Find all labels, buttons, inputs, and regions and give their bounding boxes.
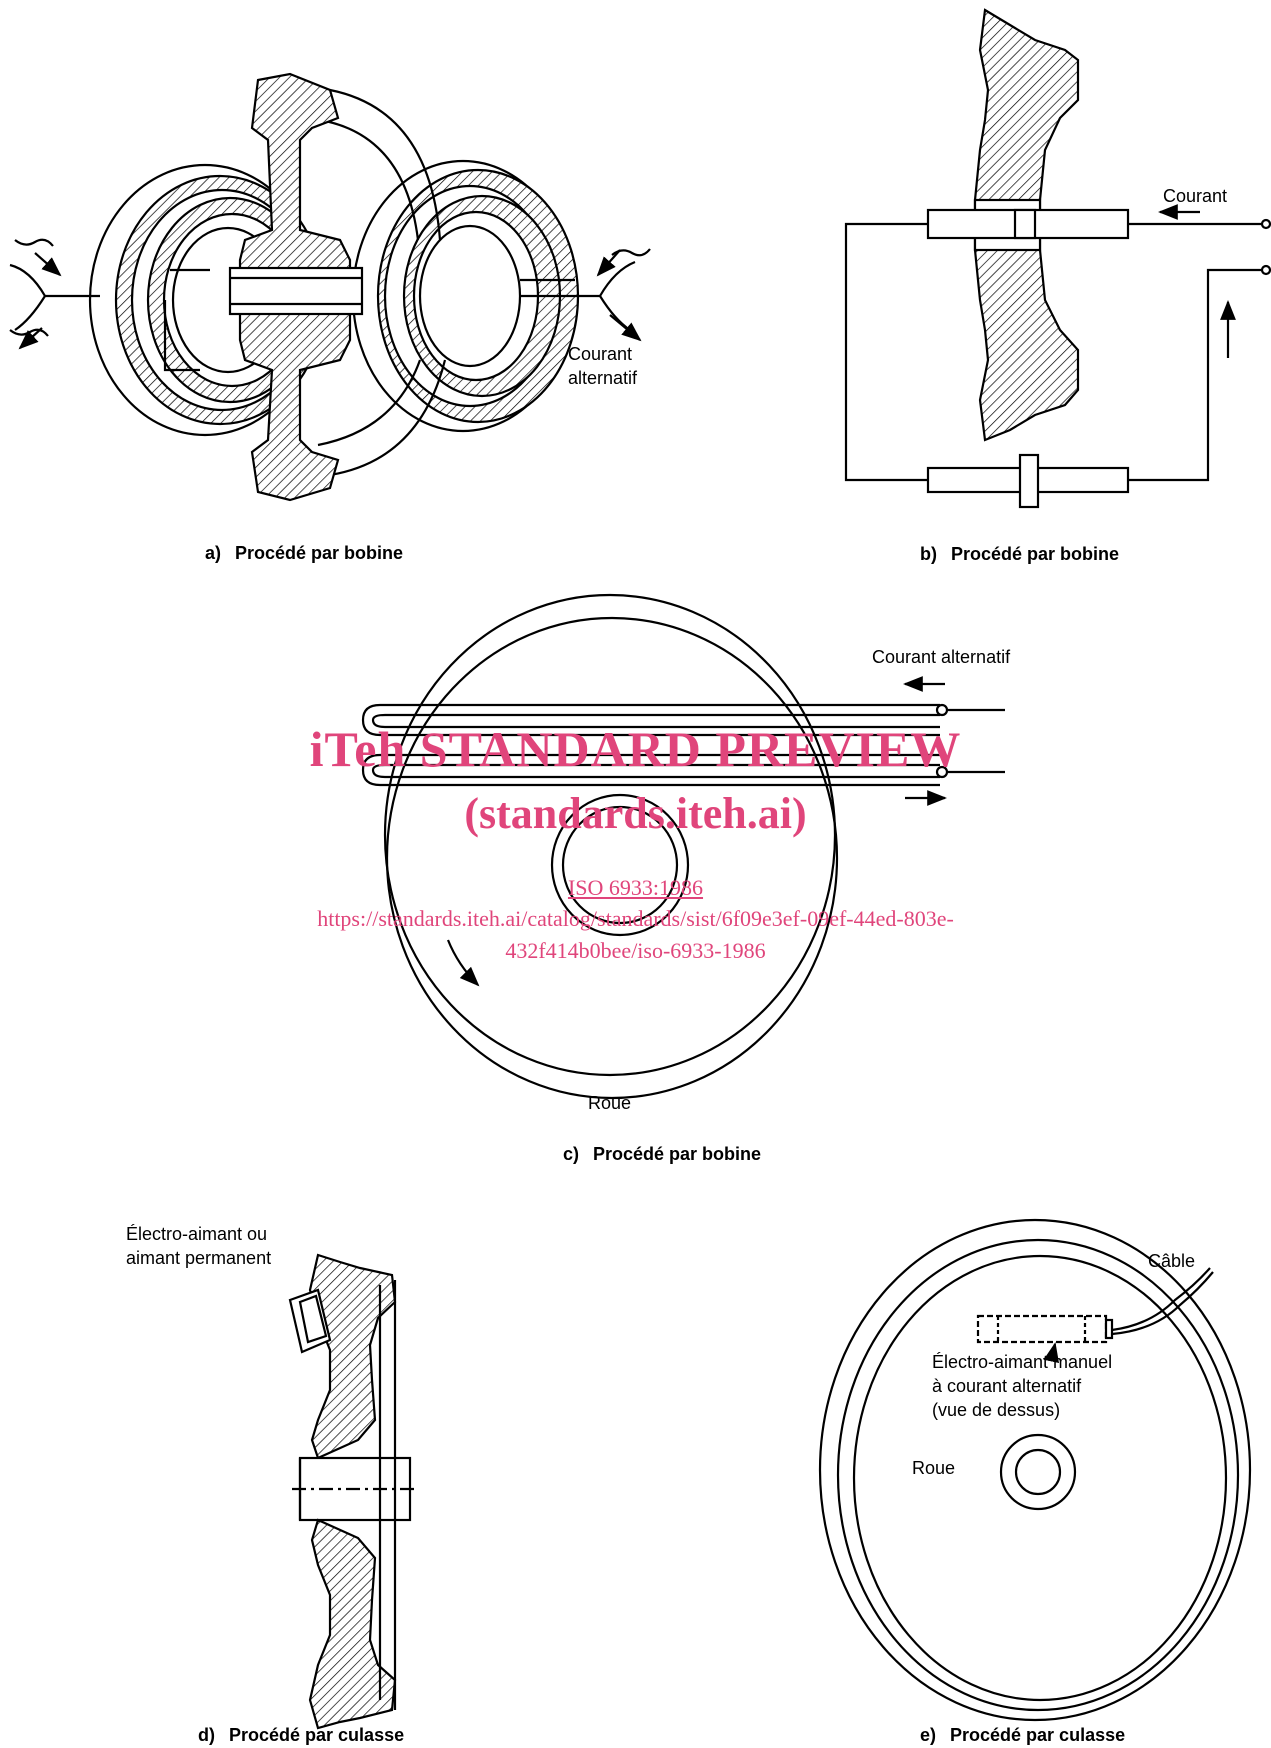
figure-e-caption-text: Procédé par culasse: [950, 1725, 1126, 1745]
watermark-subtitle[interactable]: (standards.iteh.ai): [464, 789, 807, 838]
figure-a-caption-letter: a): [205, 543, 222, 563]
figure-c-wheel-label: Roue: [588, 1093, 632, 1113]
figure-a-caption-text: Procédé par bobine: [235, 543, 404, 563]
figure-d-caption-text: Procédé par culasse: [229, 1725, 405, 1745]
figure-a-current-label: Courant alternatif: [568, 344, 638, 388]
figure-c-drawing: [361, 593, 1005, 1100]
watermark-url-line1[interactable]: https://standards.iteh.ai/catalog/standa…: [317, 906, 954, 931]
figure-b-caption-letter: b): [920, 544, 937, 564]
figure-e-drawing: [818, 1218, 1252, 1722]
figure-e-caption-letter: e): [920, 1725, 937, 1745]
figure-e-wheel-label: Roue: [912, 1458, 956, 1478]
figure-d-caption: d) Procédé par culasse: [198, 1725, 404, 1746]
watermark-title: iTeh STANDARD PREVIEW: [309, 721, 962, 777]
wheel-section-d2: [308, 1518, 397, 1730]
wheel-section-d: [308, 1253, 397, 1460]
figure-c-caption: c) Procédé par bobine: [563, 1144, 761, 1165]
figure-b-caption: b) Procédé par bobine: [920, 544, 1119, 565]
figure-d-drawing: [288, 1253, 418, 1730]
figure-a-caption: a) Procédé par bobine: [205, 543, 403, 564]
figure-c-current-label: Courant alternatif: [872, 647, 1011, 667]
figure-d-caption-letter: d): [198, 1725, 215, 1745]
figure-c-caption-text: Procédé par bobine: [593, 1144, 762, 1164]
figure-e-cable-label: Câble: [1148, 1251, 1196, 1271]
watermark-iso-link[interactable]: ISO 6933:1986: [567, 875, 704, 900]
right-coil: [351, 159, 600, 433]
figure-a-drawing: [9, 72, 651, 502]
figure-b-drawing: [844, 8, 1271, 509]
figure-c-caption-letter: c): [563, 1144, 580, 1164]
figure-e-magnet-label: Électro-aimant manuel à courant alternat…: [932, 1352, 1113, 1420]
figure-b-current-label: Courant: [1163, 186, 1228, 206]
watermark-url-line2[interactable]: 432f414b0bee/iso-6933-1986: [505, 938, 766, 963]
figure-b-caption-text: Procédé par bobine: [951, 544, 1120, 564]
figure-e-caption: e) Procédé par culasse: [920, 1725, 1125, 1746]
figure-d-magnet-label: Électro-aimant ou aimant permanent: [126, 1224, 272, 1268]
wheel-inner: [385, 616, 839, 1100]
